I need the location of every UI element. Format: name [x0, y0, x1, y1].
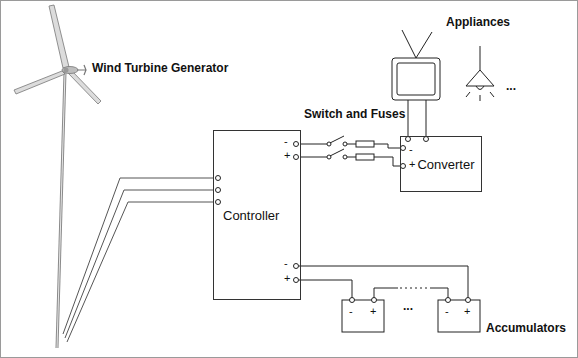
- lamp-symbol: [466, 46, 494, 101]
- generator-wires: [63, 178, 213, 342]
- component-label: Appliances: [446, 16, 510, 29]
- polarity-sign: -: [409, 143, 413, 155]
- node-text: Controller: [223, 208, 279, 223]
- polarity-sign: +: [409, 158, 415, 170]
- polarity-sign: -: [284, 135, 288, 147]
- ellipsis: ...: [403, 300, 413, 313]
- polarity-sign: -: [284, 257, 288, 269]
- terminals: [216, 137, 429, 283]
- component-label: Wind Turbine Generator: [92, 62, 228, 75]
- node-text: Converter: [417, 157, 474, 172]
- polarity-sign: +: [464, 305, 470, 317]
- polarity-sign: -: [349, 305, 353, 317]
- battery-wires: [299, 266, 468, 298]
- accumulator-symbol: [342, 298, 480, 333]
- component-label: Accumulators: [486, 322, 566, 335]
- ellipsis: ...: [506, 80, 516, 93]
- wind-turbine: [14, 5, 101, 348]
- polarity-sign: +: [284, 149, 290, 161]
- component-label: Switch and Fuses: [304, 108, 405, 121]
- polarity-sign: +: [370, 305, 376, 317]
- polarity-sign: -: [445, 305, 449, 317]
- power-wires: [301, 144, 400, 166]
- polarity-sign: +: [284, 272, 290, 284]
